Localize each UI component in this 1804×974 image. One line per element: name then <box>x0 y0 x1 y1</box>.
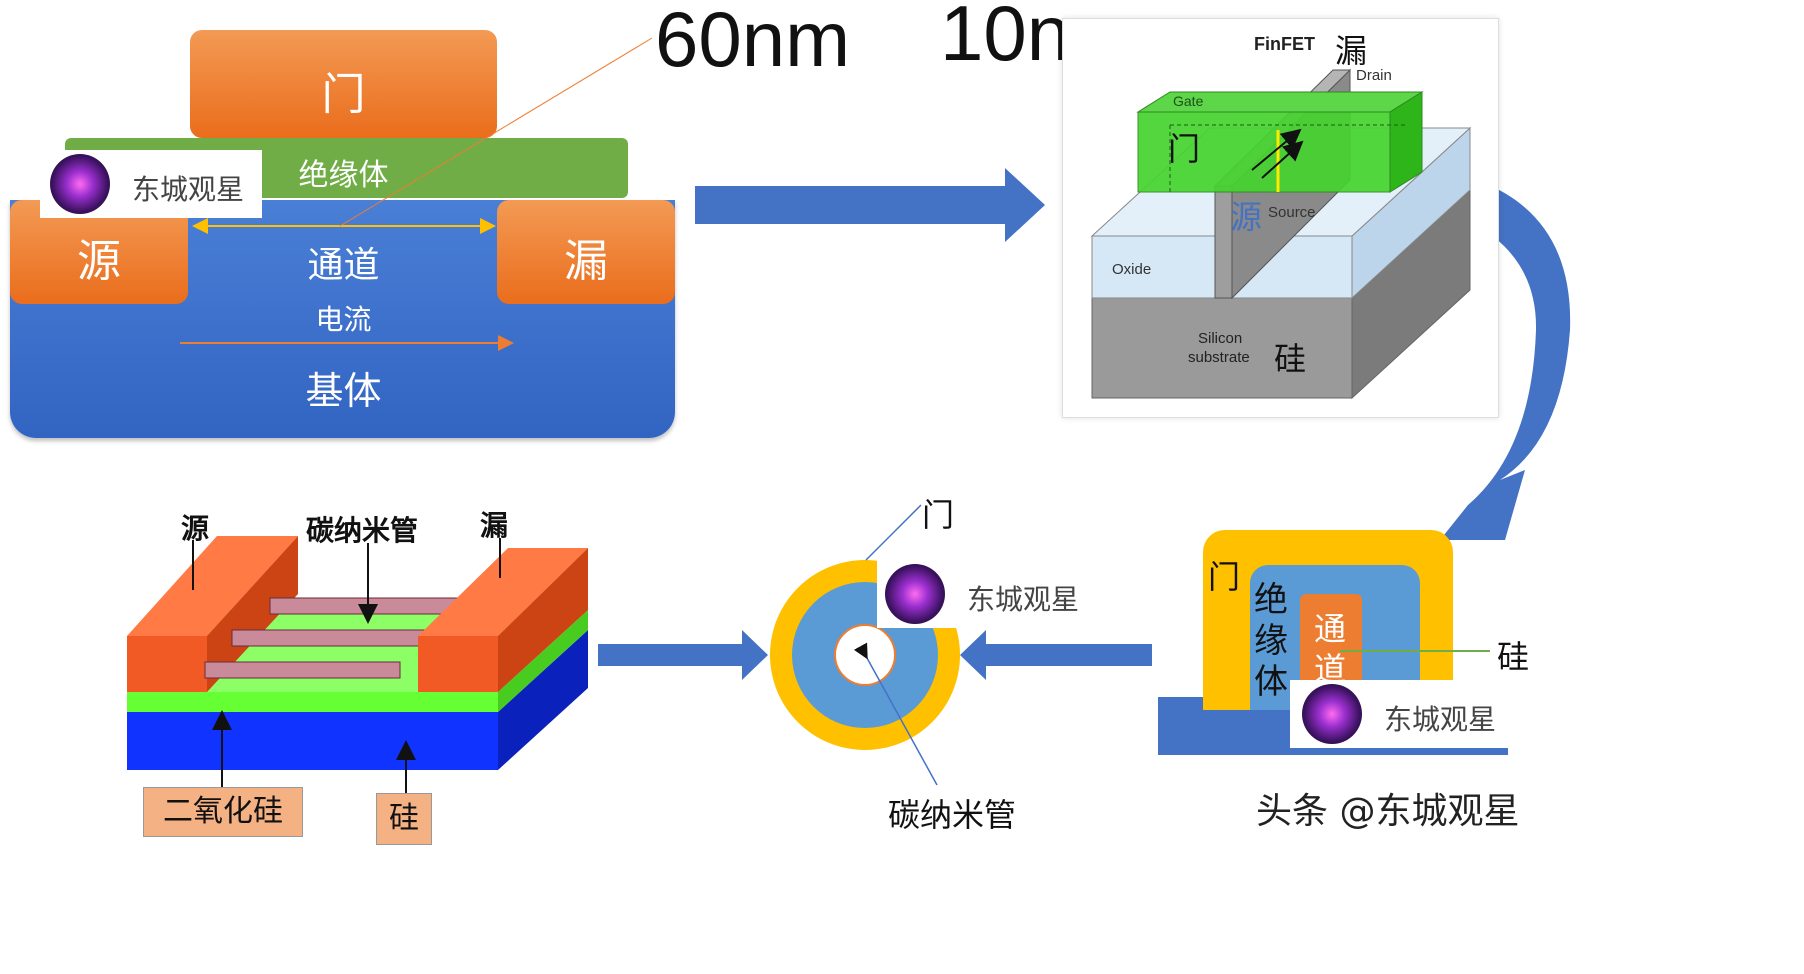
watermark-text: 东城观星 <box>1384 703 1497 736</box>
finfet-source-en: Source <box>1268 204 1316 221</box>
cnt-device-cnt: 碳纳米管 <box>306 514 419 547</box>
flow-arrow-right-to-center <box>960 630 1152 680</box>
substrate-label: 基体 <box>305 369 382 413</box>
gaa-insulator-2: 缘 <box>1254 621 1288 661</box>
insulator-label: 绝缘体 <box>298 158 389 193</box>
channel-label: 通道 <box>307 245 380 286</box>
flow-arrow-right <box>695 168 1045 242</box>
finfet-gate-en: Gate <box>1173 93 1204 109</box>
drain-block <box>497 200 675 304</box>
gaa-silicon-label: 硅 <box>1497 638 1530 676</box>
credit-text: 头条 @东城观星 <box>1256 791 1520 832</box>
drain-label: 漏 <box>564 236 608 287</box>
finfet-silicon-cn: 硅 <box>1274 340 1307 378</box>
finfet-drain-en: Drain <box>1356 67 1392 84</box>
watermark-text: 东城观星 <box>967 583 1080 616</box>
gaa-gate-label: 门 <box>1208 558 1241 596</box>
watermark-badge: 东城观星 <box>40 150 262 218</box>
finfet-gate-cn: 门 <box>1168 130 1201 168</box>
cnt-device-source: 源 <box>181 512 210 545</box>
cnt-device-silicon: 硅 <box>376 793 432 845</box>
cnt-label: 碳纳米管 <box>888 796 1017 834</box>
finfet-title: FinFET <box>1254 34 1315 54</box>
current-label: 电流 <box>315 303 372 336</box>
gaa-silicon-leader <box>1340 650 1490 652</box>
cnt-gate-label: 门 <box>922 496 955 534</box>
logo-icon <box>1302 684 1362 744</box>
gaa-insulator-1: 绝 <box>1254 580 1288 620</box>
logo-icon <box>885 564 945 624</box>
finfet-drain-cn: 漏 <box>1335 32 1368 70</box>
finfet-silicon-1: Silicon <box>1198 330 1243 347</box>
gate-block <box>190 30 497 138</box>
logo-icon <box>50 154 110 214</box>
dimension-60nm: 60nm <box>655 0 851 83</box>
flow-arrow-left-to-center <box>598 630 768 680</box>
gaa-channel-1: 通 <box>1314 610 1347 648</box>
watermark-badge: 东城观星 <box>877 560 1102 628</box>
cnt-device-sio2: 二氧化硅 <box>143 787 303 837</box>
flow-arrow-curve <box>1410 168 1571 540</box>
watermark-badge: 东城观星 <box>1290 680 1508 748</box>
finfet-silicon-2: substrate <box>1188 349 1250 366</box>
dimension-leader-60 <box>339 37 653 227</box>
cnt-device-drain: 漏 <box>480 509 509 542</box>
finfet-source-cn: 源 <box>1230 198 1263 236</box>
gate-label: 门 <box>321 69 366 120</box>
source-label: 源 <box>77 236 121 287</box>
watermark-text: 东城观星 <box>132 173 245 206</box>
gaa-insulator-3: 体 <box>1254 662 1288 702</box>
finfet-oxide: Oxide <box>1112 261 1152 278</box>
